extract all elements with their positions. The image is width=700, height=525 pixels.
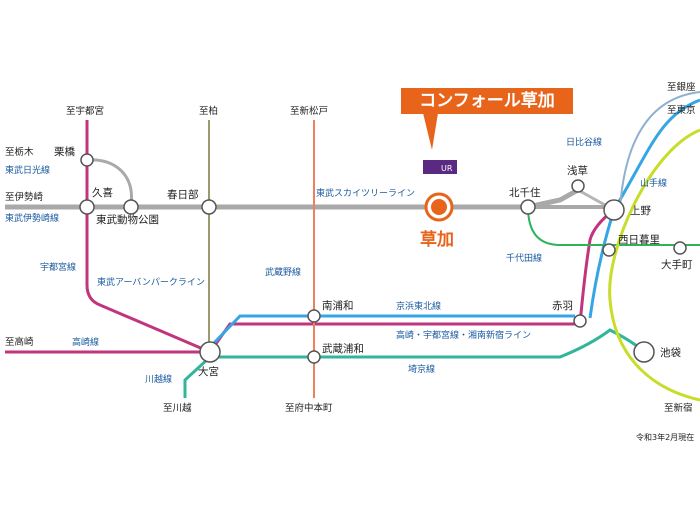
ginza-direction-line — [619, 91, 700, 209]
keihin-tohoku-right — [612, 98, 700, 211]
station-tobuzoo-marker[interactable] — [123, 199, 139, 215]
line-label-musashino: 武蔵野線 — [265, 266, 301, 278]
label-kuki: 久喜 — [92, 186, 113, 199]
label-kitasenju: 北千住 — [509, 186, 541, 199]
destination-label: 草加 — [420, 230, 454, 250]
line-label-nikko: 東武日光線 — [5, 164, 50, 176]
dir-shinjuku: 至新宿 — [664, 402, 693, 414]
line-label-kawagoe: 川越線 — [145, 373, 172, 385]
label-tobuzoo: 東武動物公園 — [96, 213, 159, 226]
line-label-chiyoda: 千代田線 — [506, 252, 542, 264]
station-minamiurawa-marker[interactable] — [307, 309, 321, 323]
dir-kashiwa: 至柏 — [199, 105, 218, 117]
line-label-isesaki: 東武伊勢崎線 — [5, 212, 59, 224]
line-label-saikyo: 埼京線 — [408, 363, 435, 375]
station-asakusa-marker[interactable] — [571, 179, 585, 193]
tobu-nikko-line — [86, 158, 133, 206]
dir-isesaki: 至伊勢崎 — [5, 191, 44, 203]
station-kitasenju-marker[interactable] — [520, 199, 536, 215]
dir-kawagoe: 至川越 — [163, 402, 192, 414]
label-nishinippori: 西日暮里 — [618, 233, 660, 246]
date-note: 令和3年2月現在 — [636, 432, 694, 442]
utsunomiya-line — [85, 120, 211, 354]
shonan-shinjuku-line — [208, 208, 615, 353]
label-musashiurawa: 武蔵浦和 — [322, 342, 364, 355]
kawagoe-line — [183, 355, 212, 398]
station-kasukabe-marker[interactable] — [201, 199, 217, 215]
yamanote-line — [608, 128, 700, 402]
line-label-skytree: 東武スカイツリーライン — [316, 187, 415, 199]
dir-utsunomiya: 至宇都宮 — [66, 105, 104, 117]
label-kasukabe: 春日部 — [167, 188, 199, 201]
keihin-tohoku-right-2 — [588, 209, 616, 319]
line-label-shonan: 高崎・宇都宮線・湘南新宿ライン — [396, 329, 531, 341]
dir-ginza: 至銀座 — [667, 81, 696, 93]
station-nishinippori-marker[interactable] — [602, 243, 616, 257]
tobu-skytree-line — [5, 187, 580, 210]
dir-fuchu: 至府中本町 — [285, 402, 333, 414]
station-akabane-marker[interactable] — [573, 314, 587, 328]
station-kurihashi-marker[interactable] — [80, 153, 94, 167]
dir-tokyo: 至東京 — [667, 104, 696, 116]
line-label-urbanpark: 東武アーバンパークライン — [97, 276, 205, 288]
callout-title: コンフォール草加 — [401, 88, 573, 114]
label-ikebukuro: 池袋 — [660, 346, 681, 359]
label-kurihashi: 栗橋 — [54, 145, 75, 158]
ur-logo-text: UR — [441, 164, 453, 173]
label-otemachi: 大手町 — [661, 258, 693, 271]
line-label-utsunomiya: 宇都宮線 — [40, 261, 76, 273]
label-akabane: 赤羽 — [552, 300, 573, 312]
ur-logo — [423, 160, 457, 174]
station-otemachi-marker[interactable] — [673, 241, 687, 255]
line-label-keihin: 京浜東北線 — [396, 300, 441, 312]
station-ueno-marker[interactable] — [603, 199, 625, 221]
label-asakusa: 浅草 — [567, 164, 588, 177]
station-ikebukuro-marker[interactable] — [633, 341, 655, 363]
station-markers — [79, 153, 687, 364]
label-minamiurawa: 南浦和 — [322, 299, 354, 312]
label-omiya: 大宮 — [198, 365, 219, 378]
station-omiya-marker[interactable] — [199, 341, 221, 363]
station-kuki-marker[interactable] — [79, 199, 95, 215]
dir-takasaki: 至高崎 — [5, 336, 34, 348]
line-label-takasaki: 高崎線 — [72, 336, 99, 348]
line-label-hibiya: 日比谷線 — [566, 136, 602, 148]
callout-pointer — [423, 113, 438, 150]
line-label-yamanote: 山手線 — [640, 177, 667, 189]
dir-shinmatsudo: 至新松戸 — [290, 105, 328, 117]
station-musashiurawa-marker[interactable] — [307, 350, 321, 364]
label-ueno: 上野 — [630, 205, 651, 217]
saikyo-line — [210, 328, 646, 359]
keihin-tohoku-line — [210, 314, 575, 347]
dir-tochigi: 至栃木 — [5, 146, 34, 158]
destination-marker-dot — [431, 199, 447, 215]
